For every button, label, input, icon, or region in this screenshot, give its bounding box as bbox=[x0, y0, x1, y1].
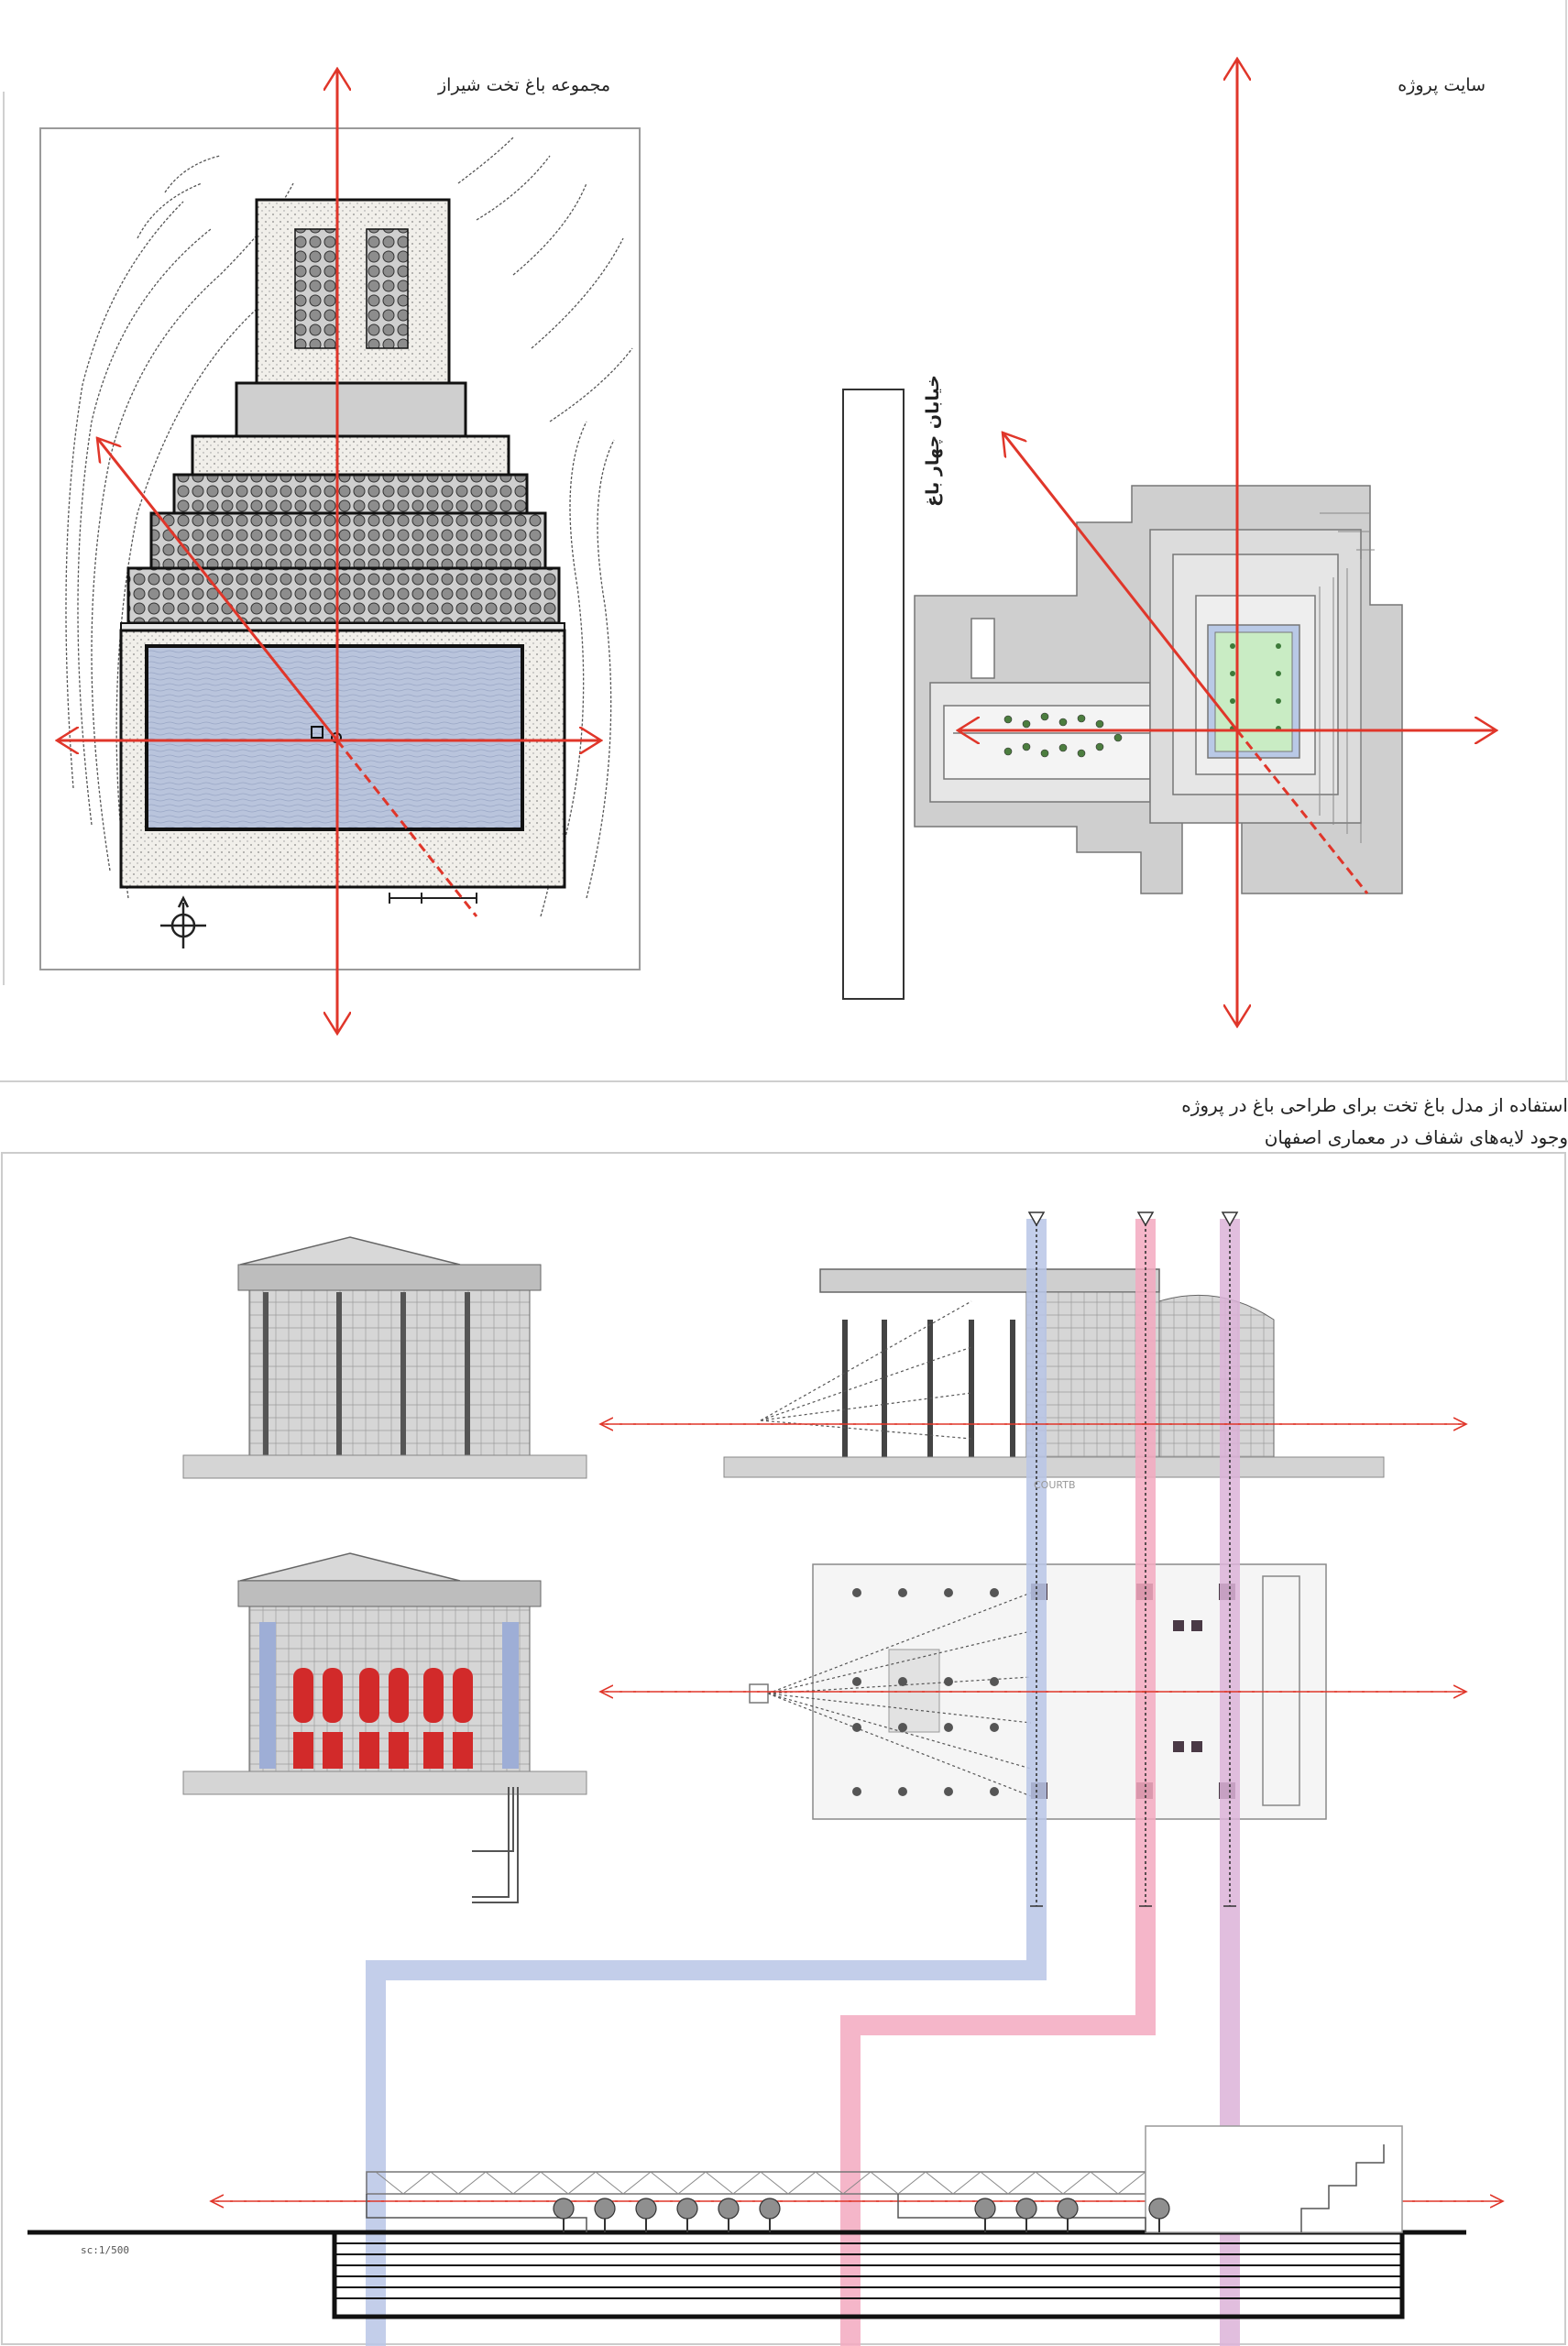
north-arrow-icon bbox=[160, 895, 206, 948]
layer-markers bbox=[1027, 1211, 1239, 1907]
top-panel bbox=[0, 0, 1568, 1082]
shiraz-garden-plan bbox=[39, 127, 641, 970]
site-axes bbox=[958, 59, 1497, 1026]
scale-label: sc:1/500 bbox=[81, 2244, 129, 2256]
caption-transparent-layers: وجود لایه‌های شفاف در معماری اصفهان bbox=[1264, 1126, 1568, 1148]
project-site-label: سایت پروژه bbox=[1398, 75, 1486, 95]
project-site-plan bbox=[842, 389, 1403, 1000]
elevation-drawing-upper bbox=[182, 1236, 587, 1479]
caption-takht-garden: استفاده از مدل باغ تخت برای طراحی باغ در… bbox=[1181, 1094, 1568, 1116]
section-tag: COURTB bbox=[1034, 1479, 1076, 1491]
shiraz-axes bbox=[57, 69, 601, 1034]
elevation-drawing-colored bbox=[182, 1552, 587, 1903]
layer-guide-lines bbox=[1036, 1223, 1231, 1906]
shiraz-garden-label: مجموعه باغ تخت شیراز bbox=[438, 75, 611, 95]
project-section bbox=[27, 2125, 1466, 2319]
bottom-panel bbox=[1, 1152, 1566, 2345]
section-drawing bbox=[723, 1268, 1385, 1478]
chaharbagh-street-label: خیابان چهار باغ bbox=[922, 375, 943, 507]
